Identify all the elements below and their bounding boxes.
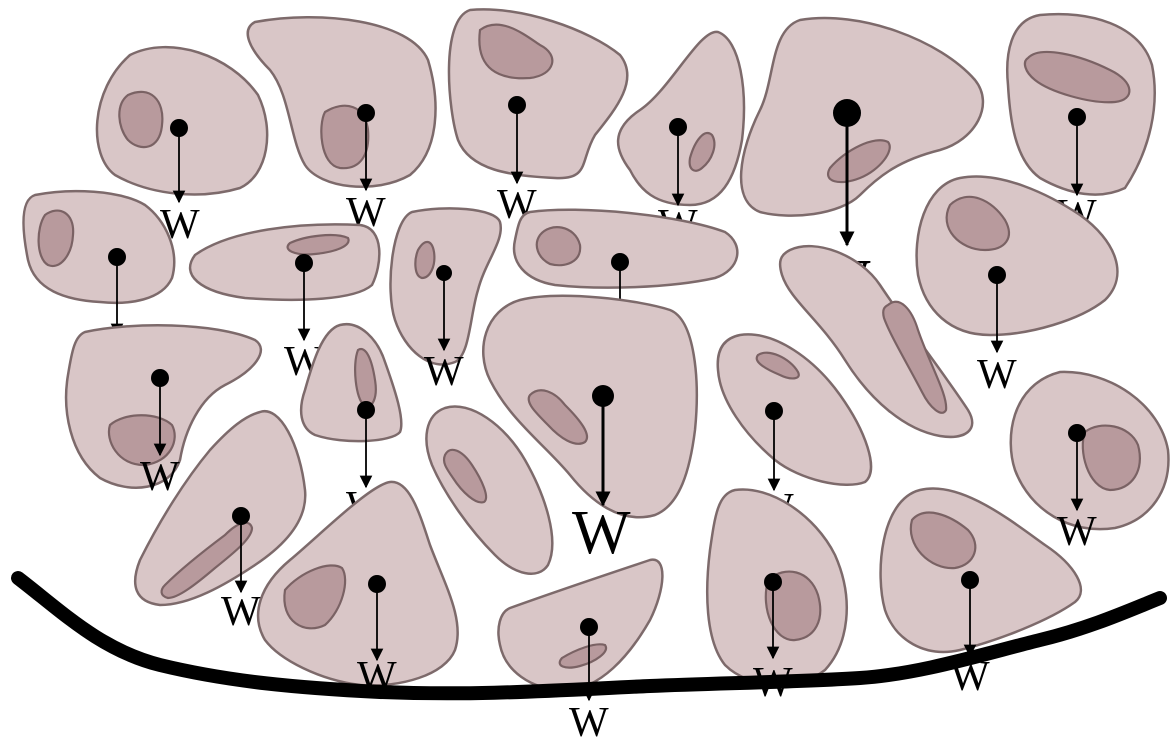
weight-label: W [424,349,464,395]
particle-p21: W [498,560,662,746]
weight-label: W [1057,509,1097,555]
particle-p3: W [449,9,627,228]
weight-label: W [221,589,261,635]
particle-p17: W [1011,372,1169,555]
weight-label: W [977,352,1017,398]
weight-label: W [140,454,180,500]
weight-label: W [569,700,609,746]
weight-label: W [572,499,631,567]
particle-p2: W [248,17,436,236]
